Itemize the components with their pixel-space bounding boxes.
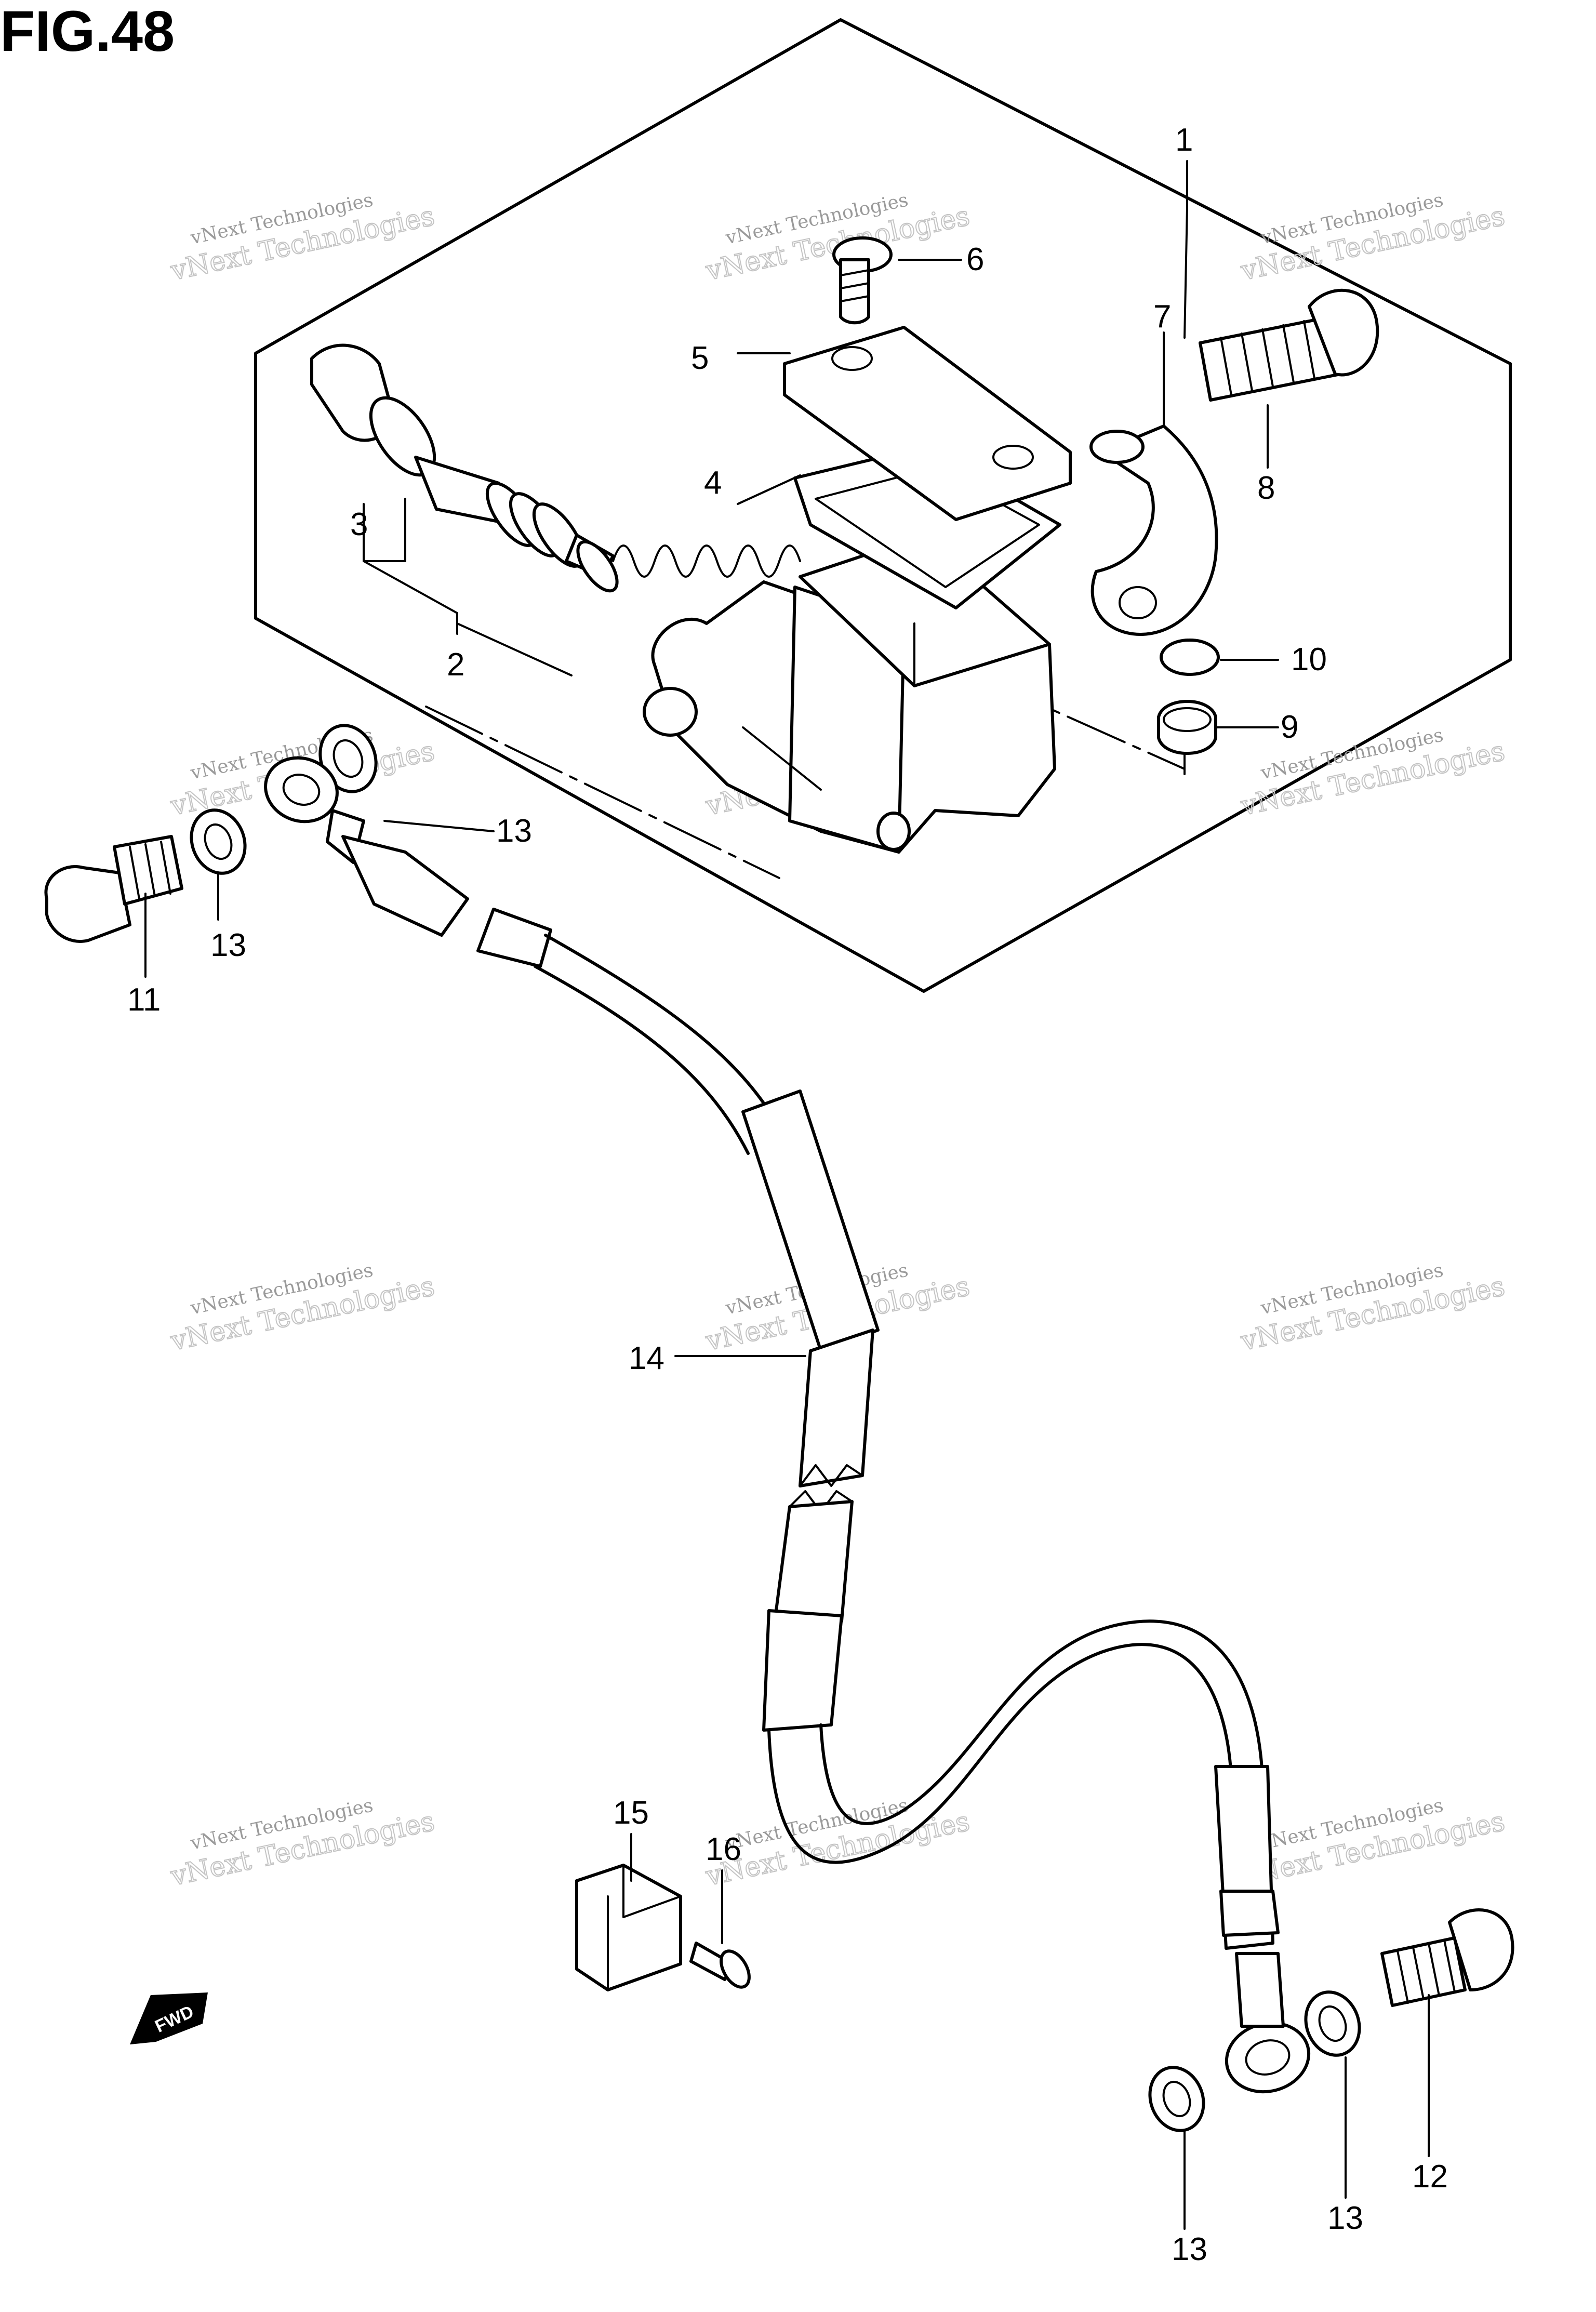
small-screw-part <box>689 1942 751 1989</box>
callout-13-lower-left: 13 <box>1172 2231 1207 2267</box>
callout-13-upper: 13 <box>496 813 532 849</box>
clamp-bolt-part <box>1199 288 1379 402</box>
union-bolt-part <box>44 835 183 943</box>
callout-14: 14 <box>629 1340 664 1376</box>
hose-clamp-part <box>575 1864 682 1991</box>
forward-direction-badge: FWD <box>130 1992 208 2044</box>
callout-labels: 1 2 3 4 5 6 7 8 9 10 11 12 13 13 13 13 1… <box>127 122 1448 2267</box>
callout-13-lower-right: 13 <box>1327 2200 1363 2236</box>
callout-7: 7 <box>1153 299 1171 335</box>
leader-lines <box>144 160 1430 2230</box>
callout-2: 2 <box>447 647 464 683</box>
screw-part <box>832 236 893 325</box>
cap-part <box>1157 700 1217 755</box>
master-cylinder-body <box>643 534 1056 854</box>
lower-union-bolt-part <box>1380 1908 1514 2007</box>
figure-title: FIG.48 <box>0 0 175 63</box>
callout-11: 11 <box>127 982 161 1018</box>
callout-3: 3 <box>350 507 368 542</box>
o-ring-part <box>1160 639 1220 676</box>
callout-15: 15 <box>613 1795 649 1831</box>
assembly-outline <box>254 18 1512 993</box>
brake-hose-part <box>264 756 1311 2094</box>
callout-12: 12 <box>1412 2159 1448 2195</box>
clamp-holder-part <box>1089 424 1218 636</box>
reservoir-cap-part <box>783 326 1072 521</box>
callout-8: 8 <box>1257 470 1275 506</box>
gasket-part <box>190 724 1361 2132</box>
callout-6: 6 <box>966 242 984 277</box>
callout-5: 5 <box>691 340 709 376</box>
piston-assembly-part <box>310 343 801 593</box>
callout-9: 9 <box>1281 709 1298 745</box>
callout-1: 1 <box>1175 122 1193 158</box>
callout-10: 10 <box>1291 642 1327 677</box>
callout-4: 4 <box>704 465 722 501</box>
callout-16: 16 <box>706 1831 741 1867</box>
callout-13-left: 13 <box>210 927 246 963</box>
